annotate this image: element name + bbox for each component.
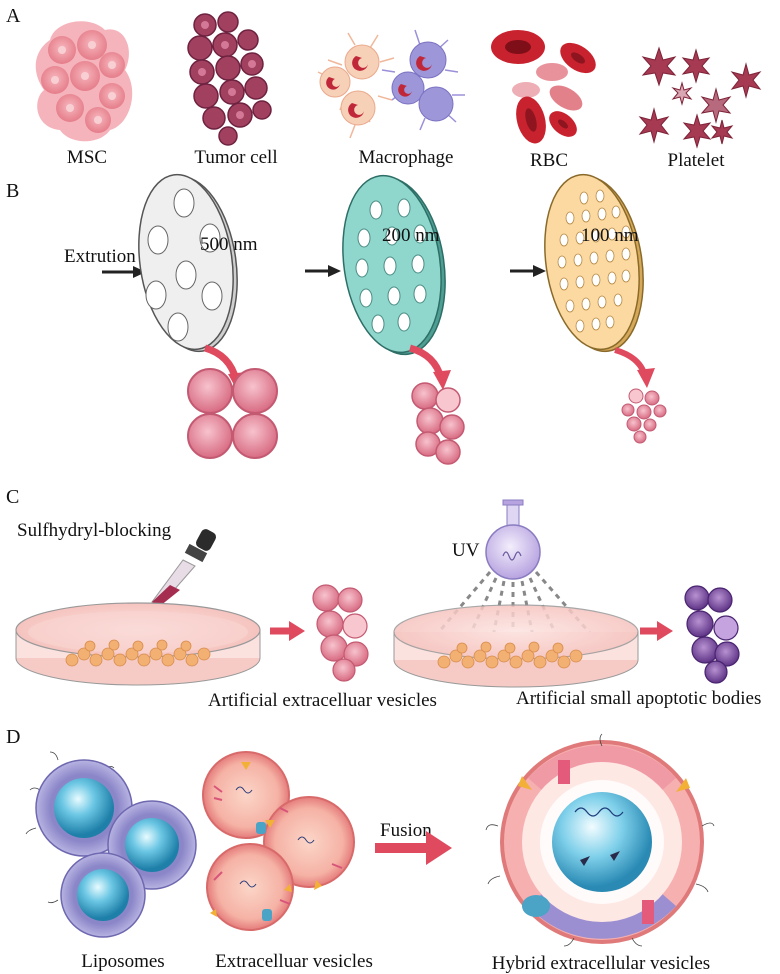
panel-b-letter: B xyxy=(6,180,19,202)
liposomes-label: Liposomes xyxy=(81,951,164,972)
dropper-icon xyxy=(151,529,216,607)
label-macrophage: Macrophage xyxy=(359,147,454,168)
arrow-c1 xyxy=(270,621,305,641)
label-msc: MSC xyxy=(67,147,107,168)
vesicles-200nm xyxy=(411,382,465,465)
extracellular-vesicles-illustration xyxy=(202,751,355,931)
label-platelet: Platelet xyxy=(668,150,726,171)
hybrid-vesicle-illustration xyxy=(485,733,715,947)
extracellular-vesicles-label: Extracelluar vesicles xyxy=(215,951,373,972)
rbc-illustration xyxy=(491,30,596,144)
extrusion-arrow xyxy=(102,266,146,278)
filter-200nm xyxy=(342,174,446,356)
extrusion-label: Extrution xyxy=(64,246,136,267)
label-tumor-cell: Tumor cell xyxy=(194,147,277,168)
reagent-label: Sulfhydryl-blocking xyxy=(17,520,172,541)
filter-100nm xyxy=(544,173,644,353)
uv-lamp-icon xyxy=(485,499,541,580)
curved-arrow-200-head xyxy=(433,370,451,390)
label-rbc: RBC xyxy=(530,150,568,171)
apoptotic-bodies-label: Artificial small apoptotic bodies xyxy=(516,688,761,709)
msc-illustration xyxy=(35,21,133,142)
arrow-c2 xyxy=(640,621,673,641)
macrophage-illustration xyxy=(317,29,465,139)
curved-arrow-100-head xyxy=(637,368,655,388)
apoptotic-bodies-cluster xyxy=(684,585,740,684)
platelet-illustration xyxy=(638,46,762,149)
filter-200nm-label: 200 nm xyxy=(382,225,440,246)
hybrid-ev-label: Hybrid extracellular vesicles xyxy=(492,953,710,974)
artificial-ev-cluster xyxy=(312,584,369,682)
vesicles-100nm xyxy=(621,388,667,444)
petri-dish-right xyxy=(393,604,639,688)
arrow-b2 xyxy=(510,265,546,277)
panel-a-letter: A xyxy=(6,5,21,27)
liposomes-illustration xyxy=(25,751,197,938)
uv-label: UV xyxy=(452,540,480,561)
panel-d-letter: D xyxy=(6,726,20,748)
filter-500nm-label: 500 nm xyxy=(200,234,258,255)
fusion-label: Fusion xyxy=(380,820,432,841)
vesicles-500nm xyxy=(187,368,278,459)
filter-500nm xyxy=(138,173,238,353)
tumor-cell-highlights xyxy=(198,21,256,119)
filter-100nm-label: 100 nm xyxy=(581,225,639,246)
fusion-arrow xyxy=(375,831,452,865)
arrow-b1 xyxy=(305,265,341,277)
petri-dish-left xyxy=(15,602,261,686)
panel-c-letter: C xyxy=(6,486,19,508)
artificial-ev-label: Artificial extracelluar vesicles xyxy=(208,690,437,711)
tumor-cell-illustration xyxy=(187,11,272,146)
